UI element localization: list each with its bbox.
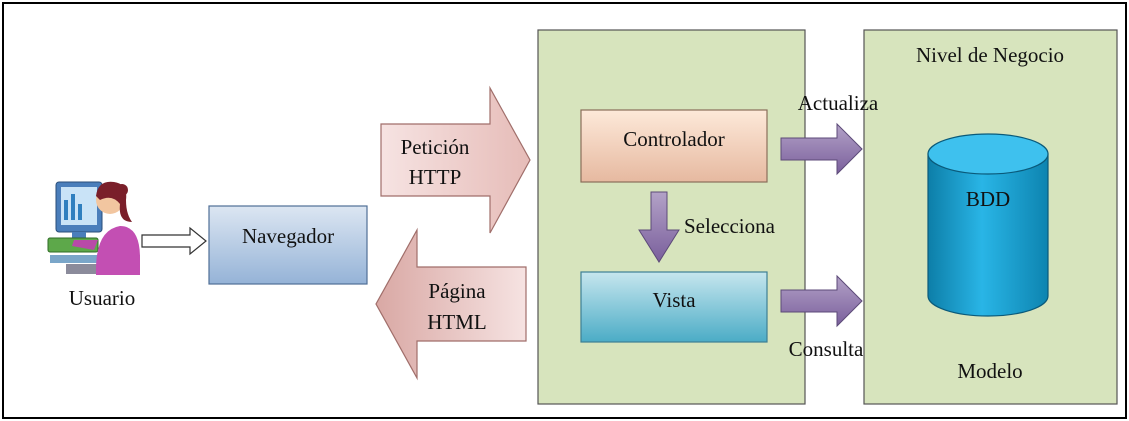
request-label-line1: Petición [401,135,470,159]
browser-box[interactable] [208,205,368,285]
controller-box[interactable] [580,109,768,183]
request-label-line2: HTTP [409,165,462,189]
model-label: Modelo [957,359,1022,383]
database-cylinder-icon [927,133,1049,317]
view-box[interactable] [580,271,768,343]
database-label: BDD [966,187,1010,211]
response-label-line2: HTML [427,310,487,334]
selects-label: Selecciona [684,214,776,238]
user-at-computer-icon [47,181,140,275]
updates-arrow [780,122,863,176]
controller-label: Controlador [623,127,724,151]
response-label-line1: Página [428,279,486,303]
queries-label: Consulta [789,337,864,361]
user-label: Usuario [69,286,136,310]
user-to-browser-arrow [141,226,207,256]
html-response-arrow [375,227,527,381]
selects-arrow [638,191,680,263]
model-panel-title: Nivel de Negocio [916,43,1064,67]
browser-label: Navegador [242,224,334,248]
view-label: Vista [652,288,696,312]
http-request-arrow [380,85,531,234]
queries-arrow [780,274,863,328]
updates-label: Actualiza [798,91,879,115]
